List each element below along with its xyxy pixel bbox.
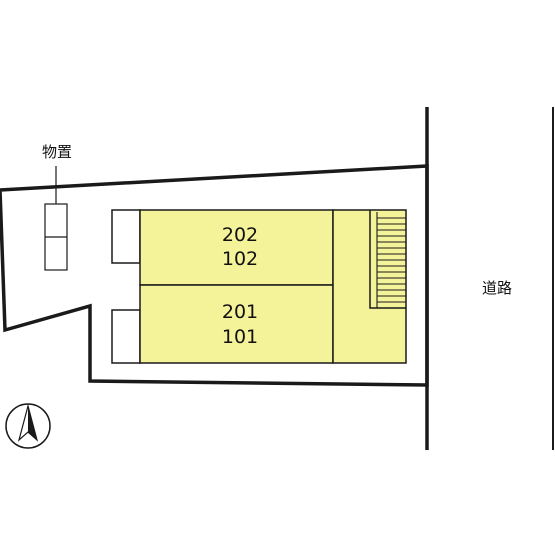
unit-upper-top-number: 202 (222, 224, 258, 246)
lower-unit-annex (111, 309, 141, 364)
storage-label: 物置 (42, 143, 72, 161)
unit-upper-bottom-number: 102 (222, 248, 258, 270)
north-arrow-icon (5, 403, 51, 449)
stair-well-outline (369, 210, 406, 309)
stair-steps (376, 212, 406, 308)
upper-unit-annex (111, 209, 141, 264)
unit-lower-bottom-number: 101 (222, 326, 258, 348)
road-label: 道路 (482, 279, 512, 297)
unit-lower-top-number: 201 (222, 301, 258, 323)
unit-lower (139, 284, 334, 364)
